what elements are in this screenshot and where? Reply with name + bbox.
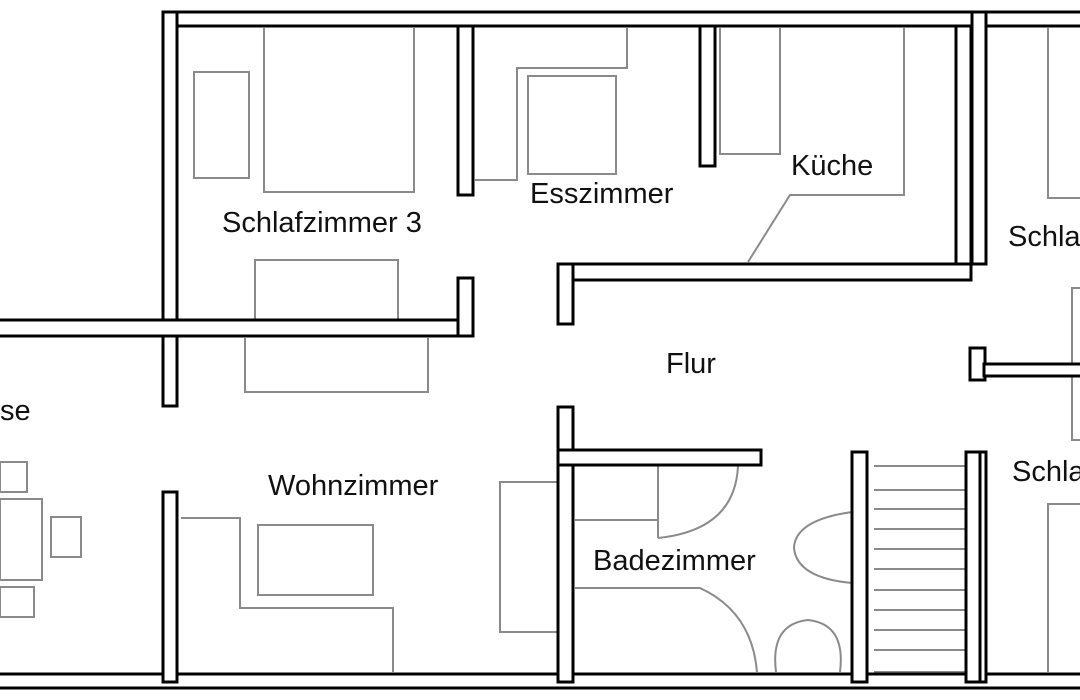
toilet	[774, 618, 842, 673]
patio-table	[0, 498, 43, 581]
cabinet	[499, 481, 557, 633]
room-label-terrasse: se	[0, 395, 31, 427]
bed	[263, 28, 415, 193]
kitchen-counter	[719, 28, 781, 155]
patio-chair	[0, 461, 28, 493]
patio-chair	[0, 586, 35, 618]
room-label-schlafzimmer-bottom-right: Schla	[1012, 456, 1080, 488]
walls	[0, 10, 1080, 690]
wall-left-upper	[161, 10, 179, 324]
door-swing	[657, 465, 739, 539]
sink	[792, 511, 853, 584]
wall-bath-right	[850, 450, 869, 684]
wall-door-stub	[456, 276, 475, 338]
dining-table	[527, 75, 617, 175]
wall-bath-top	[556, 448, 763, 467]
wall-right-divider	[982, 362, 1080, 378]
desk	[254, 259, 399, 321]
wardrobe	[193, 71, 250, 179]
room-label-esszimmer: Esszimmer	[530, 178, 674, 210]
staircase	[874, 465, 966, 673]
wall-schlafzimmer3-bottom	[0, 318, 475, 338]
sofa	[181, 517, 394, 672]
shelf	[244, 338, 429, 393]
wall-bottom	[0, 672, 1080, 690]
wall-top	[161, 10, 1080, 28]
wall-terrace	[161, 490, 179, 684]
room-label-schlafzimmer-3: Schlafzimmer 3	[222, 207, 422, 239]
bathtub	[575, 465, 659, 521]
room-label-flur: Flur	[666, 348, 716, 380]
wall-right-upper	[970, 10, 988, 266]
patio-chair	[50, 516, 82, 558]
room-label-schlafzimmer-top-right: Schla	[1008, 221, 1080, 253]
kitchen-unit	[747, 28, 905, 263]
shower-curve	[575, 587, 758, 673]
bed-right-bottom	[1047, 503, 1080, 672]
room-label-kueche: Küche	[791, 150, 874, 182]
wall-bath-left	[556, 405, 575, 684]
room-label-badezimmer: Badezimmer	[593, 545, 756, 577]
wall-terrace-stub	[161, 334, 179, 408]
wall-stair-right	[964, 450, 982, 684]
wall-partition	[698, 24, 717, 168]
wall-partition	[456, 24, 475, 197]
sideboard	[475, 28, 628, 181]
wall-kitchen-right	[954, 24, 973, 280]
room-label-wohnzimmer: Wohnzimmer	[268, 470, 439, 502]
wall-kitchen-stub	[556, 262, 575, 326]
furniture-layer	[0, 28, 1080, 673]
coffee-table	[257, 524, 374, 596]
wall-kitchen-bottom	[556, 262, 973, 282]
bed-right-top	[1047, 28, 1080, 199]
